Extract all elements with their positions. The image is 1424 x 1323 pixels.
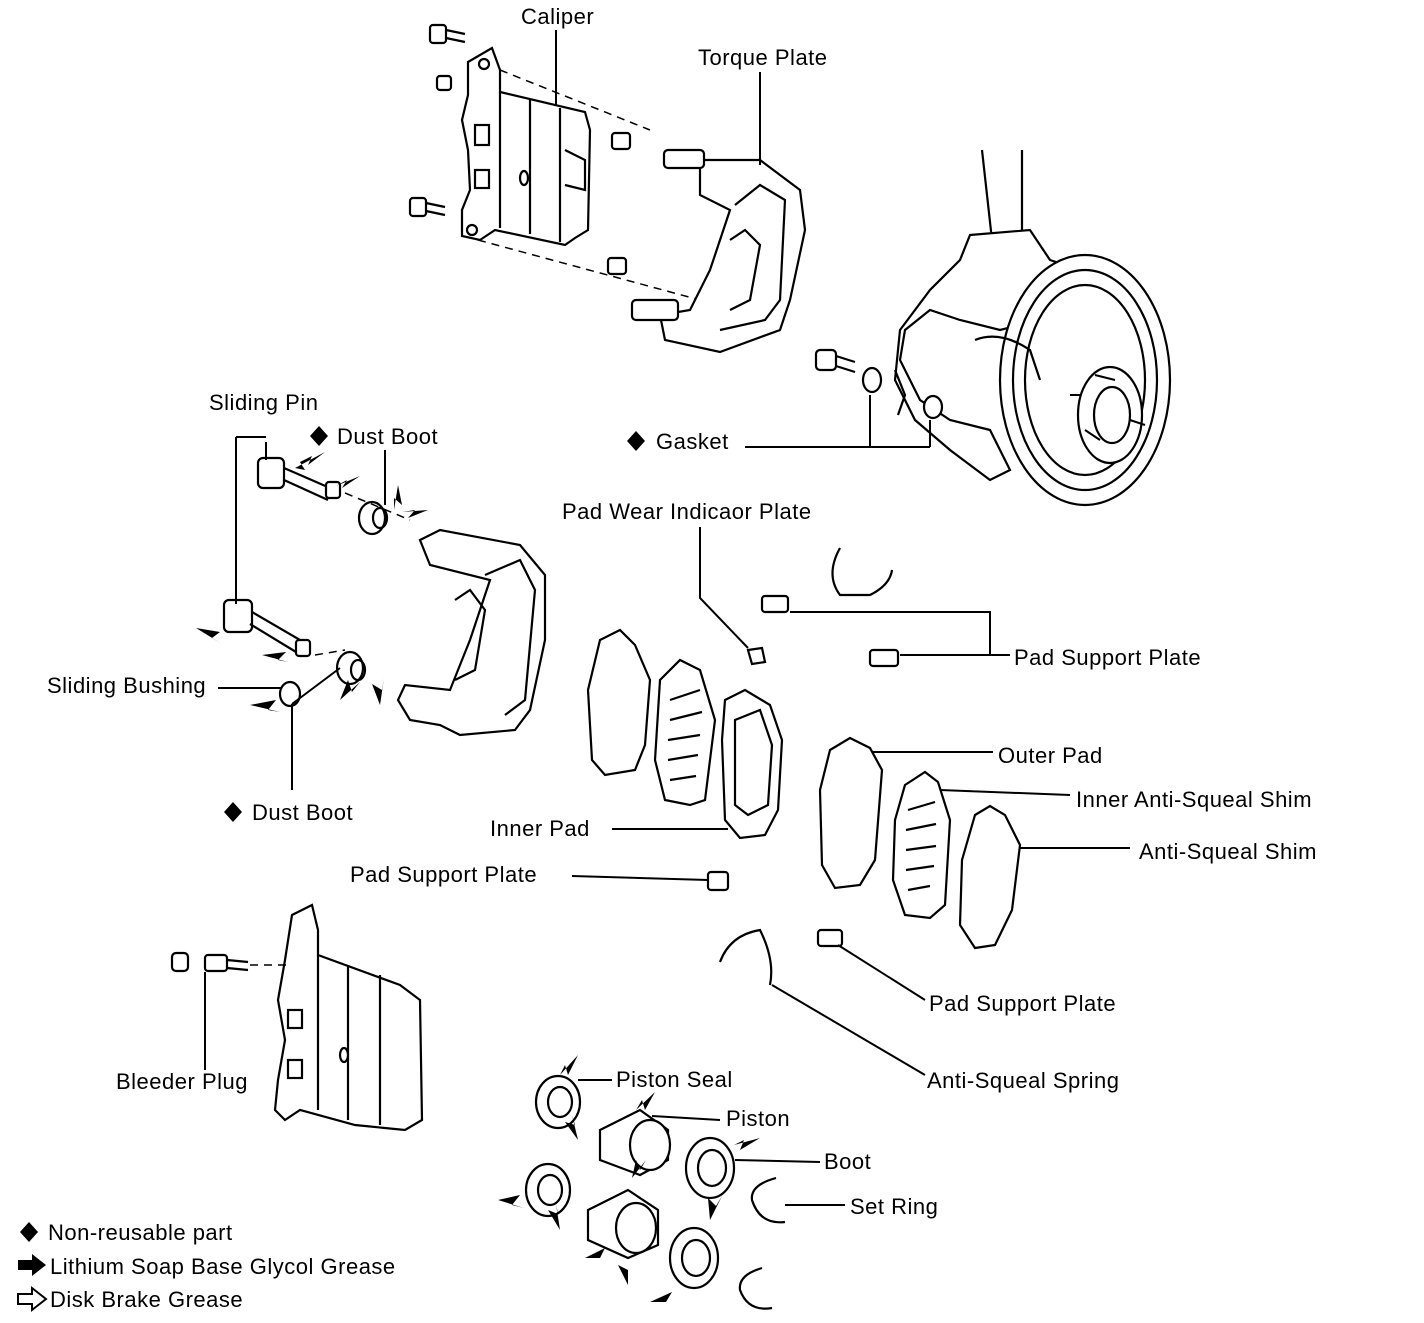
bracket-drawing xyxy=(396,528,547,737)
diamond-icon xyxy=(310,426,328,446)
lower-caliper-drawing xyxy=(170,903,424,1132)
label-set-ring: Set Ring xyxy=(850,1194,938,1219)
label-pad-support-plate-upper: Pad Support Plate xyxy=(1014,645,1201,670)
label-boot: Boot xyxy=(824,1149,871,1174)
label-pad-support-plate-lower: Pad Support Plate xyxy=(929,991,1116,1016)
label-anti-squeal-spring: Anti-Squeal Spring xyxy=(927,1068,1119,1093)
knuckle-rotor-drawing xyxy=(814,149,1172,507)
legend-lithium-grease: Lithium Soap Base Glycol Grease xyxy=(50,1254,396,1279)
grease-arrows xyxy=(196,452,760,1302)
label-piston-seal: Piston Seal xyxy=(616,1067,733,1092)
diamond-icon xyxy=(627,431,645,451)
legend: Non-reusable part Lithium Soap Base Glyc… xyxy=(17,1220,396,1313)
piston-parts xyxy=(524,1074,786,1310)
label-dust-boot-lower: Dust Boot xyxy=(252,800,353,825)
legend-disk-brake-grease: Disk Brake Grease xyxy=(50,1287,243,1312)
inner-pad-group xyxy=(586,628,784,840)
outline-arrow-icon xyxy=(17,1285,48,1313)
diamond-icon xyxy=(20,1222,38,1242)
caliper-drawing xyxy=(460,46,592,247)
torque-plate-drawing xyxy=(606,131,807,354)
label-sliding-bushing: Sliding Bushing xyxy=(47,673,206,698)
label-caliper: Caliper xyxy=(521,4,594,29)
label-dust-boot-upper: Dust Boot xyxy=(337,424,438,449)
filled-arrow-icon xyxy=(18,1254,46,1276)
label-gasket: Gasket xyxy=(656,429,729,454)
label-torque-plate: Torque Plate xyxy=(698,45,828,70)
diamond-icon xyxy=(224,802,242,822)
caliper-bolts xyxy=(408,23,466,218)
label-sliding-pin: Sliding Pin xyxy=(209,390,318,415)
label-anti-squeal-shim: Anti-Squeal Shim xyxy=(1139,839,1317,864)
label-pad-support-plate-middle: Pad Support Plate xyxy=(350,862,537,887)
label-pad-wear-indicator-plate: Pad Wear Indicaor Plate xyxy=(562,499,812,524)
label-inner-anti-squeal-shim: Inner Anti-Squeal Shim xyxy=(1076,787,1312,812)
label-bleeder-plug: Bleeder Plug xyxy=(116,1069,248,1094)
support-plate-parts xyxy=(706,547,900,986)
outer-pad-group xyxy=(818,736,1022,950)
label-outer-pad: Outer Pad xyxy=(998,743,1103,768)
label-piston: Piston xyxy=(726,1106,790,1131)
label-inner-pad: Inner Pad xyxy=(490,816,590,841)
sliding-pin-parts xyxy=(222,456,389,708)
legend-non-reusable: Non-reusable part xyxy=(48,1220,233,1245)
